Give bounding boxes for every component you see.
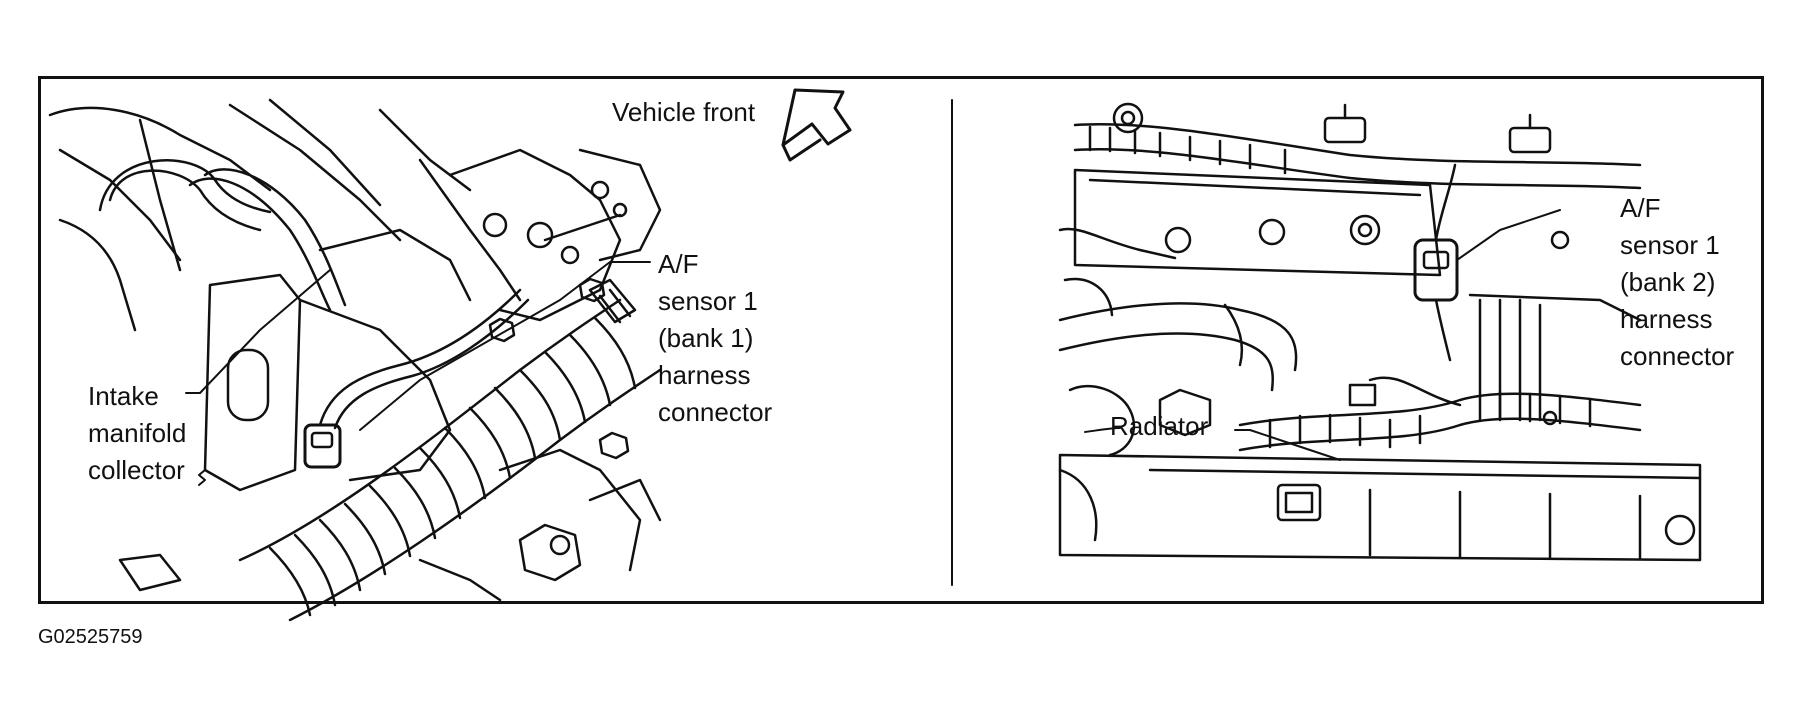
label-line: sensor 1: [658, 286, 758, 316]
af-sensor-bank2-label: A/F sensor 1 (bank 2) harness connector: [1620, 190, 1734, 375]
left-engine-drawing: [48, 88, 852, 622]
label-line: harness: [1620, 304, 1713, 334]
af-sensor-bank1-label: A/F sensor 1 (bank 1) harness connector: [658, 246, 772, 431]
figure-id: G02525759: [38, 626, 143, 648]
label-line: (bank 2): [1620, 267, 1716, 297]
label-line: A/F: [1620, 193, 1661, 223]
label-line: manifold: [88, 418, 187, 448]
diagram-frame: [38, 76, 1764, 604]
label-line: Intake: [88, 381, 159, 411]
right-engine-drawing: [1058, 102, 1702, 562]
label-line: collector: [88, 455, 185, 485]
label-line: A/F: [658, 249, 699, 279]
label-line: sensor 1: [1620, 230, 1720, 260]
label-line: connector: [658, 397, 773, 427]
vehicle-front-label: Vehicle front: [612, 97, 756, 127]
label-line: harness: [658, 360, 751, 390]
label-line: (bank 1): [658, 323, 754, 353]
label-line: connector: [1620, 341, 1735, 371]
radiator-label: Radiator: [1110, 411, 1209, 441]
bank1-connector: [303, 423, 342, 469]
vehicle-front-arrow-icon: [781, 88, 852, 162]
intake-manifold-collector-label: Intake manifold collector: [88, 378, 186, 489]
